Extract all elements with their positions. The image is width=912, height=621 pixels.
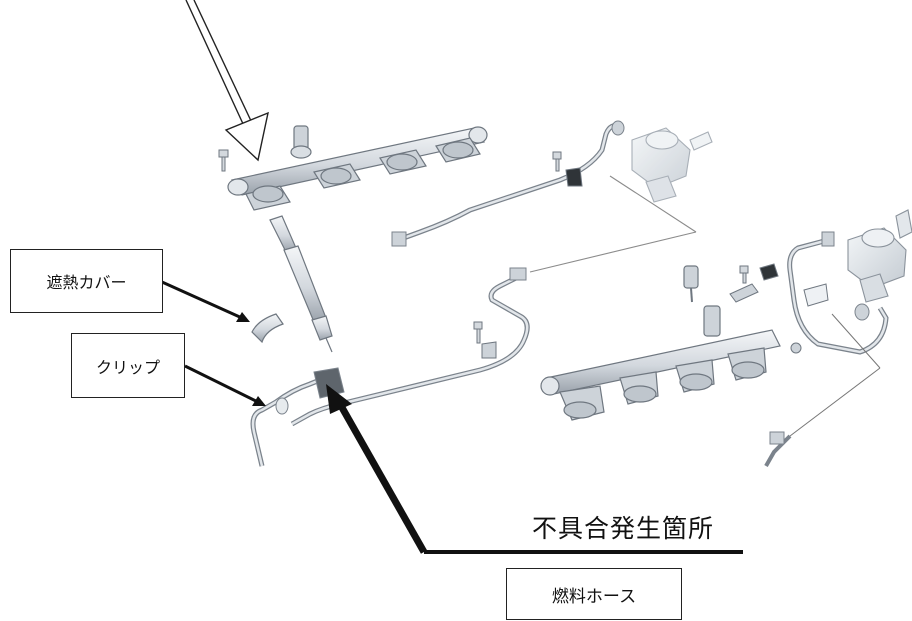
defect-pointer-arrow (326, 384, 743, 554)
defect-location-label: 不具合発生箇所 (531, 514, 714, 543)
high-pressure-pump-icon (529, 127, 713, 273)
clip-leader-arrow (184, 364, 266, 406)
bolt-icon (729, 263, 829, 354)
heat-cover-leader-arrow (161, 280, 250, 322)
right-fuel-line-icon (764, 231, 889, 467)
fuel-rail-pointer-arrow (185, 0, 269, 162)
heat-cover-label: 遮熱カバー (10, 249, 163, 313)
fuel-hose-part (250, 367, 345, 467)
main-fuel-line-icon (290, 267, 530, 427)
upper-fuel-line-icon (391, 120, 625, 247)
fuel-hose-label: 燃料ホース (506, 568, 682, 620)
heat-cover-part (251, 313, 284, 344)
high-pressure-pump-icon (847, 209, 912, 303)
lower-fuel-rail-icon (540, 265, 781, 421)
bolt-icon (473, 321, 497, 359)
upper-fuel-rail-icon (227, 125, 488, 211)
bolt-icon (218, 149, 229, 172)
injector-icon (269, 215, 333, 353)
clip-label: クリップ (71, 333, 185, 398)
bolt-icon (552, 151, 583, 187)
